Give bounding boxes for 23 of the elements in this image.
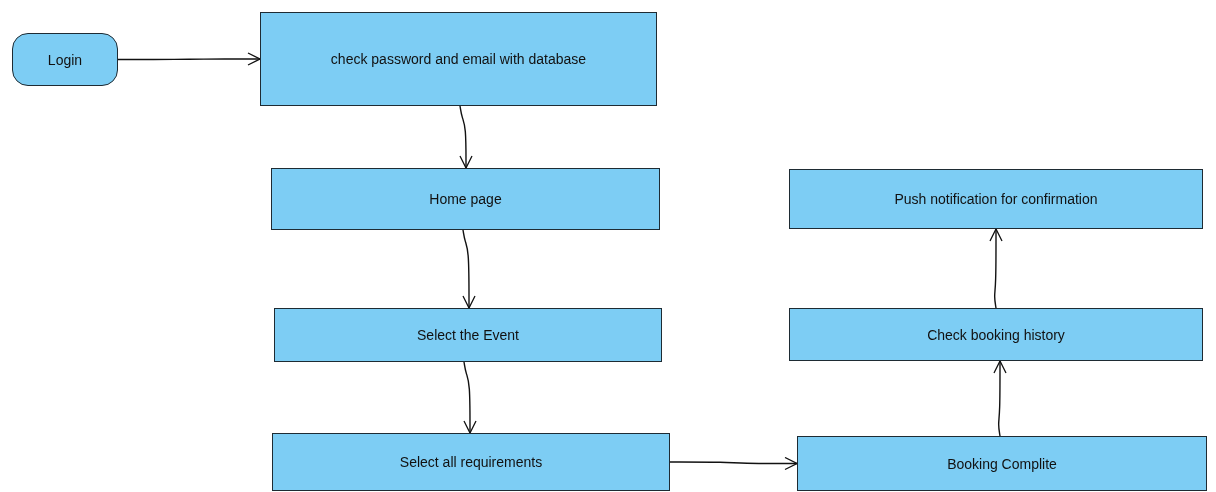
arrow [462, 229, 476, 309]
process-box [271, 168, 660, 230]
arrow [993, 360, 1007, 437]
node-label: check password and email with database [330, 51, 587, 67]
arrow [117, 52, 261, 66]
node-label: Booking Complite [947, 455, 1057, 472]
process-box [789, 308, 1203, 361]
node-label: Login [47, 51, 83, 68]
node-label: Select all requirements [399, 454, 543, 470]
start-terminal [12, 33, 118, 86]
node-label: Check booking history [927, 326, 1065, 343]
process-box [797, 436, 1207, 491]
process-box [789, 169, 1203, 229]
node-label: Home page [429, 191, 502, 207]
arrow [459, 105, 473, 169]
arrow [463, 361, 477, 434]
arrow [989, 228, 1003, 309]
arrow [669, 456, 798, 471]
process-box [272, 433, 670, 491]
node-label: Push notification for confirmation [894, 191, 1098, 207]
node-label: Select the Event [417, 327, 519, 343]
process-box [260, 12, 657, 106]
process-box [274, 308, 662, 362]
